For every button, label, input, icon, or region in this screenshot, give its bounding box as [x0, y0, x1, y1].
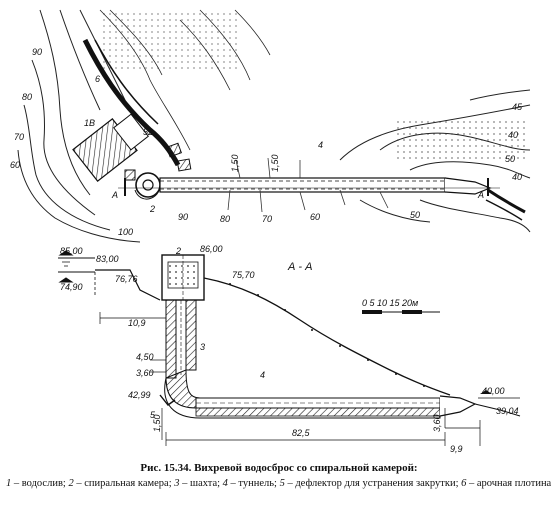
item-label-3: 3 [200, 342, 205, 352]
item-label-1: 1B [84, 118, 95, 128]
contour-tick-marks [227, 157, 389, 213]
caption-title: Рис. 15.34. Вихревой водосброс со спирал… [140, 462, 418, 474]
elevation-label: 85,00 [60, 246, 83, 256]
contour-line [59, 9, 101, 111]
contour-label: 100 [118, 227, 133, 237]
river-outlet [487, 188, 526, 214]
caption-item: 1 – водослив; [6, 477, 69, 489]
scale-text: 0 5 10 15 20м [362, 298, 418, 308]
river-bank [485, 199, 523, 221]
item-label-2: 2 [175, 246, 181, 256]
shaft [165, 299, 197, 379]
weir-box [113, 113, 149, 151]
plan-labels: 90 80 70 60 100 90 80 70 60 50 40 50 40 … [10, 47, 523, 237]
item-label-2: 2 [149, 204, 155, 214]
dimension-label: 1,50 [152, 414, 162, 432]
rock-texture [100, 10, 240, 70]
figure-caption: Рис. 15.34. Вихревой водосброс со спирал… [6, 462, 552, 490]
contour-label: 70 [14, 132, 24, 142]
deflector [159, 394, 176, 406]
elevation-label: 86,00 [200, 244, 223, 254]
right-rock-texture [395, 118, 525, 163]
section-mark-a-left: A [111, 190, 118, 200]
contour-label: 60 [10, 160, 20, 170]
contour-line [23, 104, 111, 231]
elevation-label: 42,99 [128, 390, 151, 400]
contour-line [17, 149, 141, 243]
spillway-drawing: 90 80 70 60 100 90 80 70 60 50 40 50 4 0 … [10, 9, 531, 454]
item-label-6: 6 [95, 74, 100, 84]
plan-view: 90 80 70 60 100 90 80 70 60 50 40 50 40 … [10, 9, 531, 243]
elevation-label: 39,04 [496, 406, 519, 416]
contour-label: 50 [410, 210, 420, 220]
elevation-label: 3,60 [136, 368, 154, 378]
elevation-label: 83,00 [96, 254, 119, 264]
terrain-profile [203, 277, 451, 396]
section-labels: 85,00 83,00 86,00 75,70 76,76 74,90 10,9… [60, 244, 519, 454]
contour-label: 80 [220, 214, 230, 224]
caption-item: 2 – спиральная камера; [68, 477, 175, 489]
contour-label: 90 [32, 47, 42, 57]
spillway-figure: 90 80 70 60 100 90 80 70 60 50 40 50 4 0 … [10, 9, 531, 454]
item-label-5: 5 [150, 410, 156, 420]
contour-label: 90 [178, 212, 188, 222]
elevation-label: 74,90 [60, 282, 83, 292]
contour-label: 70 [262, 214, 272, 224]
spiral-chamber [134, 172, 161, 200]
shaft-head [161, 254, 205, 301]
vertical-dim: 1,50 [270, 154, 280, 172]
caption-item: 6 – арочная плотина [461, 477, 552, 489]
dimension-label: 3,60 [432, 414, 442, 432]
weir-profile [95, 269, 161, 301]
elevation-label: 76,76 [115, 274, 138, 284]
contour-label: 50 [505, 154, 515, 164]
section-mark-a-right: A [477, 190, 484, 200]
section-title: А - А [287, 261, 312, 273]
vertical-dim: 1,50 [230, 154, 240, 172]
item-label-52: 52 [143, 127, 153, 137]
contour-line [31, 59, 96, 216]
contour-line [39, 9, 91, 196]
arch-dam-edge [94, 39, 159, 125]
caption-item: 4 – туннель; [222, 477, 280, 489]
scale-bar: 0 5 10 15 20м [362, 298, 440, 314]
tunnel-lining [195, 407, 441, 417]
contour-label: 45 [512, 102, 523, 112]
contour-label: 40 [512, 172, 522, 182]
item-label-4: 4 [318, 140, 323, 150]
tunnel-plan [159, 177, 492, 195]
caption-item: 3 – шахта; [174, 477, 223, 489]
outlet [439, 390, 521, 417]
contour-label: 80 [22, 92, 32, 102]
contour-label: 60 [310, 212, 320, 222]
upstream-water [58, 250, 95, 283]
dimension-lines [99, 312, 481, 446]
dimension-label: 10,9 [128, 318, 146, 328]
piers [124, 142, 192, 181]
dimension-label: 9,9 [450, 444, 463, 454]
elevation-label: 40,00 [482, 386, 505, 396]
item-label-4: 4 [260, 370, 265, 380]
terrain-ticks [229, 283, 425, 387]
elevation-label: 75,70 [232, 270, 255, 280]
contour-label: 40 [508, 130, 518, 140]
section-view: А - А 0 5 10 15 20м [58, 244, 521, 454]
dimension-label: 82,5 [292, 428, 311, 438]
caption-item: 5 – дефлектор для устранения закрутки; [279, 477, 462, 489]
elevation-label: 4,50 [136, 352, 154, 362]
